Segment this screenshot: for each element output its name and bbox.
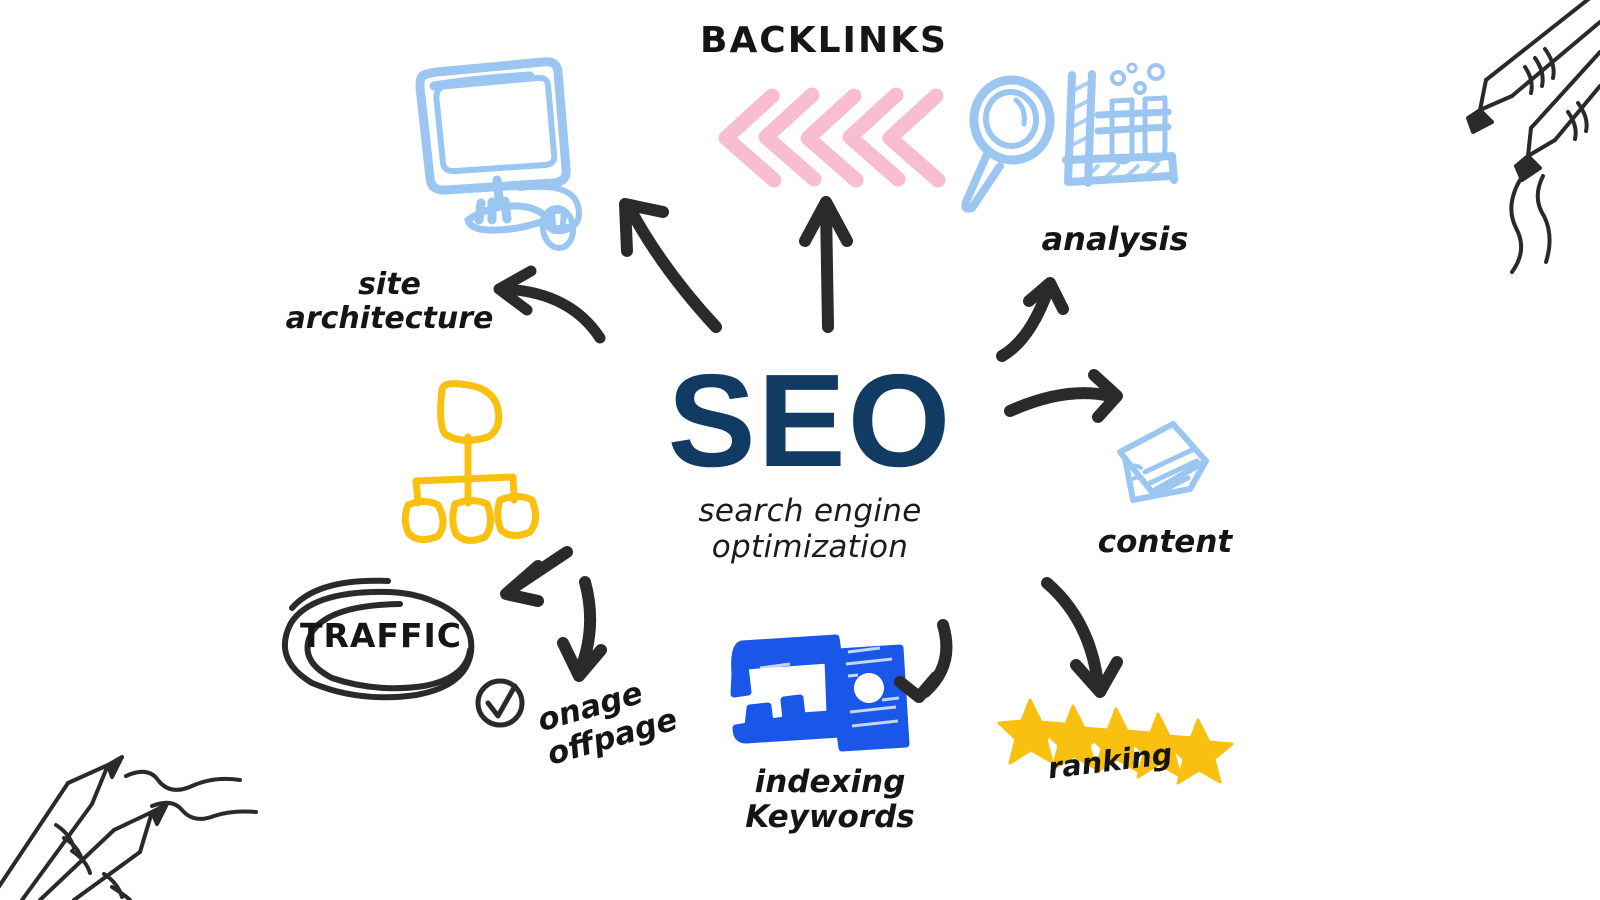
pencil-icon [0,755,258,900]
label-traffic: TRAFFIC [299,616,463,655]
magnifying-glass-icon [961,75,1055,213]
arrow-to-ranking [1041,577,1123,698]
check-circle-icon [475,678,525,728]
arrow-to-analysis [996,277,1069,362]
arrow-to-site-architecture [493,265,606,344]
label-backlinks: BACKLINKS [700,20,948,61]
seo-center-block: SEO search engine optimization [600,347,1020,566]
test-tubes-icon [1062,62,1178,187]
arrow-to-indexing [894,619,953,703]
key-icon [730,634,910,752]
arrow-to-content [1004,369,1123,423]
arrow-to-onpage [557,576,607,682]
label-onpage-offpage: onage offpage [533,674,682,773]
label-site-architecture: site architecture [285,267,494,336]
chevron-left-icon [718,87,946,188]
arrow-to-web-monitor [619,198,722,333]
label-analysis: analysis [1041,220,1189,258]
computer-mouse-icon [517,183,582,251]
arrow-to-backlinks [799,196,853,333]
label-content: content [1097,524,1233,560]
label-ranking: ranking [1045,736,1175,786]
sitemap-tree-icon [401,380,539,544]
document-pages-icon [1117,421,1209,503]
arrow-to-traffic [500,546,573,607]
page-title: SEO [667,347,953,494]
monitor-web-icon [415,57,571,234]
label-indexing-keywords: indexing Keywords [745,764,915,835]
page-subtitle: search engine optimization [698,493,922,565]
pencil-icon [1466,0,1600,274]
